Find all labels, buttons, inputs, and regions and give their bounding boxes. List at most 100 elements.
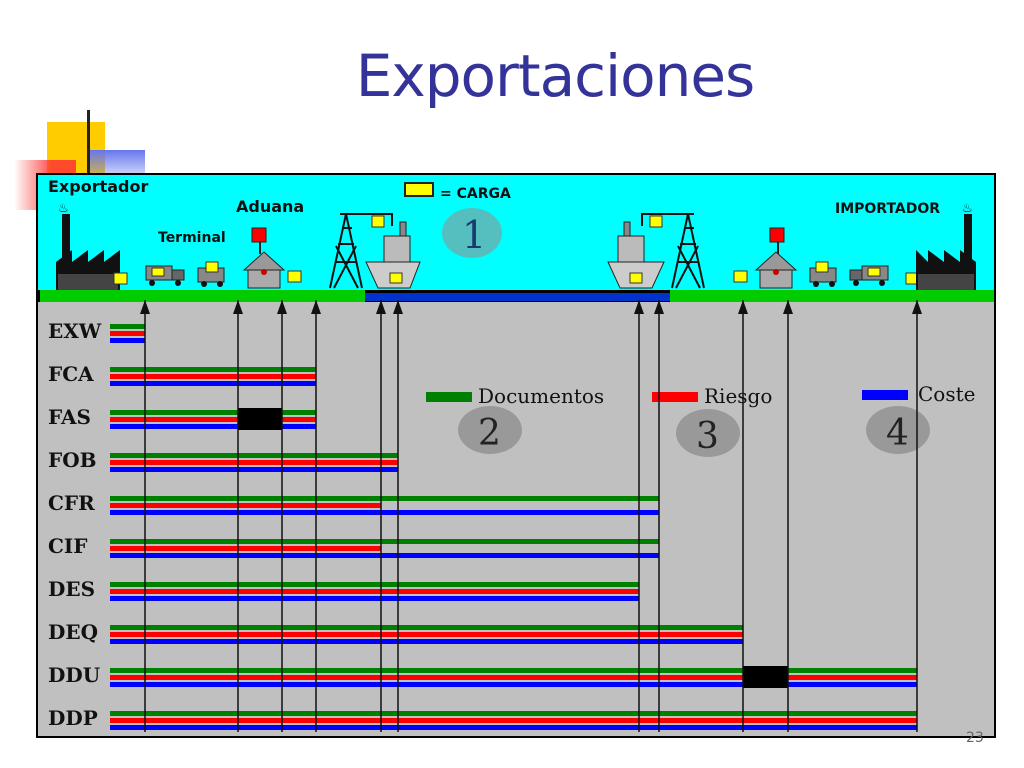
handover-marker-7 bbox=[634, 300, 644, 732]
risk-bar bbox=[110, 632, 743, 637]
cost-bar bbox=[110, 725, 917, 730]
customs-label: Aduana bbox=[236, 197, 304, 216]
incoterm-code: FCA bbox=[48, 362, 94, 386]
cost-bar bbox=[110, 338, 145, 343]
legend-documents-number: 2 bbox=[478, 413, 501, 454]
port-crane-left-icon bbox=[329, 213, 393, 289]
documents-bar bbox=[110, 711, 917, 716]
terminal-label: Terminal bbox=[158, 230, 226, 246]
handover-marker-1 bbox=[140, 300, 150, 732]
exporter-factory-icon: ♨ bbox=[56, 201, 120, 290]
incoterm-row-deq: DEQ bbox=[48, 620, 743, 644]
documents-bar bbox=[110, 625, 743, 630]
slide-title: Exportaciones bbox=[355, 42, 756, 110]
incoterm-code: DDU bbox=[48, 663, 100, 687]
cargo-legend-label: = CARGA bbox=[440, 186, 511, 202]
badge-1-circle bbox=[442, 208, 502, 258]
sea-strip bbox=[365, 293, 670, 301]
legend-risk-label: Riesgo bbox=[704, 384, 772, 408]
incoterm-code: DES bbox=[48, 577, 95, 601]
cost-bar bbox=[110, 424, 316, 429]
risk-bar bbox=[110, 374, 316, 379]
risk-bar bbox=[110, 589, 639, 594]
svg-text:♨: ♨ bbox=[962, 201, 973, 215]
documents-bar bbox=[110, 410, 316, 415]
documents-bar bbox=[110, 453, 398, 458]
incoterm-row-fas: FAS bbox=[48, 405, 316, 430]
incoterm-row-cif: CIF bbox=[48, 534, 659, 558]
incoterm-row-ddu: DDU bbox=[48, 663, 917, 688]
risk-bar bbox=[110, 675, 917, 680]
handover-marker-2 bbox=[233, 300, 243, 732]
risk-bar bbox=[110, 546, 381, 551]
ship-left-icon bbox=[365, 221, 421, 289]
handover-marker-6 bbox=[393, 300, 403, 732]
handover-marker-3 bbox=[277, 300, 287, 732]
incoterm-code: CFR bbox=[48, 491, 95, 515]
handover-marker-9 bbox=[738, 300, 748, 732]
incoterm-code: DEQ bbox=[48, 620, 98, 644]
badge-1-number: 1 bbox=[462, 213, 486, 257]
incoterm-row-fob: FOB bbox=[48, 448, 398, 472]
documents-bar bbox=[110, 324, 145, 329]
legend-risk-badge bbox=[676, 409, 740, 457]
cost-bar bbox=[110, 467, 398, 472]
handover-marker-8 bbox=[654, 300, 664, 732]
legend-cost-number: 4 bbox=[886, 413, 909, 454]
cargo-box-icon bbox=[113, 272, 128, 285]
incoterm-code: DDP bbox=[48, 706, 98, 730]
importer-factory-icon: ♨ bbox=[916, 201, 976, 290]
cost-bar bbox=[110, 639, 743, 644]
legend-documents-badge bbox=[458, 406, 522, 454]
decor-vertical-line bbox=[87, 110, 90, 176]
incoterm-row-ddp: DDP bbox=[48, 706, 917, 730]
cargo-legend-box bbox=[404, 182, 434, 197]
handover-marker-5 bbox=[376, 300, 386, 732]
cost-bar bbox=[110, 381, 316, 386]
incoterm-code: FAS bbox=[48, 405, 91, 429]
risk-bar bbox=[110, 331, 145, 336]
customs-house-right-icon bbox=[754, 227, 798, 289]
handover-marker-10 bbox=[783, 300, 793, 732]
legend-cost-swatch bbox=[862, 390, 908, 400]
risk-bar bbox=[110, 718, 917, 723]
documents-bar bbox=[110, 496, 659, 501]
legend-risk-number: 3 bbox=[696, 416, 719, 457]
importer-label: IMPORTADOR bbox=[835, 201, 940, 217]
risk-bar bbox=[110, 417, 316, 422]
truck-right-icon bbox=[849, 265, 889, 286]
exporter-label: Exportador bbox=[48, 177, 148, 196]
documents-bar bbox=[110, 367, 316, 372]
incoterm-row-fca: FCA bbox=[48, 362, 316, 386]
page-number: 23 bbox=[966, 730, 984, 746]
land-importer bbox=[670, 290, 994, 302]
transfer-block bbox=[238, 408, 282, 430]
documents-bar bbox=[110, 668, 917, 673]
forklift-icon bbox=[197, 261, 225, 287]
ship-right-icon bbox=[607, 221, 665, 289]
cost-bar bbox=[110, 553, 659, 558]
incoterm-code: CIF bbox=[48, 534, 87, 558]
legend-risk-swatch bbox=[652, 392, 698, 402]
cost-bar bbox=[110, 596, 639, 601]
handover-marker-11 bbox=[912, 300, 922, 732]
legend-cost-label: Coste bbox=[918, 382, 975, 406]
legend-cost-badge bbox=[866, 406, 930, 454]
cargo-box-icon bbox=[287, 270, 302, 283]
incoterm-code: FOB bbox=[48, 448, 97, 472]
truck-icon bbox=[145, 265, 185, 286]
incoterm-row-des: DES bbox=[48, 577, 639, 601]
handover-marker-4 bbox=[311, 300, 321, 732]
documents-bar bbox=[110, 539, 659, 544]
cargo-box-icon bbox=[371, 215, 385, 228]
cost-bar bbox=[110, 682, 917, 687]
cargo-box-icon bbox=[649, 215, 663, 228]
svg-text:♨: ♨ bbox=[58, 201, 69, 215]
documents-bar bbox=[110, 582, 639, 587]
incoterm-code: EXW bbox=[48, 319, 102, 343]
land-exporter bbox=[40, 290, 365, 302]
cost-bar bbox=[110, 510, 659, 515]
risk-bar bbox=[110, 460, 398, 465]
incoterm-row-cfr: CFR bbox=[48, 491, 659, 515]
